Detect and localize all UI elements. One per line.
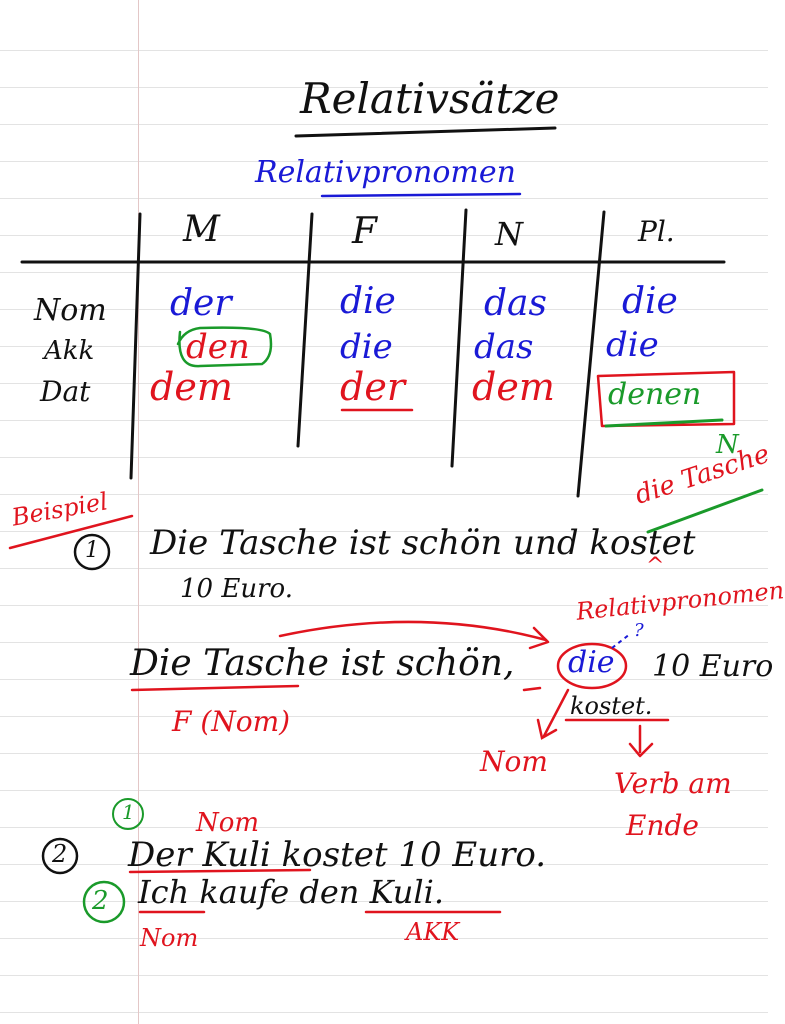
cell-nom-f: die xyxy=(340,281,396,322)
example2-number: 2 xyxy=(52,840,68,868)
example1-line2: 10 Euro. xyxy=(180,574,293,604)
case-dat: Dat xyxy=(40,375,91,408)
example2-label-nom-top: Nom xyxy=(196,808,260,838)
subtitle-underline xyxy=(320,192,522,198)
table-divider-2 xyxy=(296,212,314,448)
verb-arrowhead xyxy=(628,742,654,758)
cell-akk-n: das xyxy=(474,327,534,367)
example2-sub1-circle xyxy=(112,798,144,830)
margin-line xyxy=(138,0,139,1024)
ink-strokes xyxy=(8,126,764,924)
header-f: F xyxy=(352,211,377,252)
table-divider-1 xyxy=(129,212,142,480)
insert-marker: N xyxy=(716,430,739,460)
cell-dat-n: dem xyxy=(472,365,555,409)
table-divider-4 xyxy=(576,210,606,498)
cell-akk-pl: die xyxy=(606,325,659,365)
header-n: N xyxy=(495,215,523,253)
cell-nom-pl: die xyxy=(622,281,678,322)
subtitle: Relativpronomen xyxy=(255,155,516,190)
reference-arrowhead xyxy=(528,626,550,650)
combined-sentence-line2: kostet. xyxy=(570,692,653,720)
example2-label-nom-bottom: Nom xyxy=(140,924,199,952)
den-highlight-oval xyxy=(176,326,273,368)
nom-arrow xyxy=(542,688,570,738)
beispiel-underline xyxy=(8,514,134,550)
comma-tick xyxy=(522,686,542,692)
die-tasche-underline xyxy=(130,684,300,692)
header-pl: Pl. xyxy=(638,215,675,248)
example2-line1: Der Kuli kostet 10 Euro. xyxy=(128,835,547,875)
example2-sub1: 1 xyxy=(122,800,135,824)
cell-dat-m: dem xyxy=(150,365,233,409)
example1-number: 1 xyxy=(85,538,99,563)
example1-line1: Die Tasche ist schön und kostet xyxy=(150,523,696,563)
example2-sub2: 2 xyxy=(92,886,109,916)
table-divider-3 xyxy=(450,208,468,468)
combined-sentence-part1: Die Tasche ist schön, xyxy=(130,643,515,684)
note-ende: Ende xyxy=(626,809,699,842)
example2-sub2-circle xyxy=(82,880,126,924)
pronoun-connector xyxy=(611,633,631,649)
reference-arrow xyxy=(278,620,548,642)
note-verb-am: Verb am xyxy=(614,767,732,800)
insert-note-underline xyxy=(646,488,764,534)
title-underline xyxy=(294,126,557,138)
insert-caret: ^ xyxy=(646,554,665,579)
example2-number-circle xyxy=(41,837,79,875)
example2-label-akk: AKK xyxy=(406,918,460,946)
relative-pronoun-circle xyxy=(556,642,628,690)
cell-nom-m: der xyxy=(170,283,232,324)
notebook-page xyxy=(0,0,768,1024)
example2-line2: Ich kaufe den Kuli. xyxy=(138,873,445,911)
example1-number-circle xyxy=(73,533,111,571)
cell-akk-f: die xyxy=(340,327,393,367)
note-fnom: F (Nom) xyxy=(172,705,291,738)
case-akk: Akk xyxy=(44,336,95,366)
nom-arrowhead xyxy=(536,718,558,740)
cell-dat-f: der xyxy=(340,365,405,409)
cell-nom-n: das xyxy=(484,283,547,324)
denen-red-box xyxy=(596,370,736,428)
case-nom: Nom xyxy=(34,293,107,328)
cell-akk-m: den xyxy=(186,327,250,367)
page-title: Relativsätze xyxy=(300,74,560,123)
cell-dat-pl: denen xyxy=(608,377,702,412)
denen-green-underline xyxy=(604,418,724,428)
der-kuli-underline xyxy=(128,868,312,874)
note-question: ? xyxy=(634,620,644,641)
header-m: M xyxy=(183,209,220,250)
note-nom: Nom xyxy=(480,745,548,778)
relative-pronoun: die xyxy=(568,645,615,680)
combined-sentence-part2: 10 Euro xyxy=(652,649,774,684)
